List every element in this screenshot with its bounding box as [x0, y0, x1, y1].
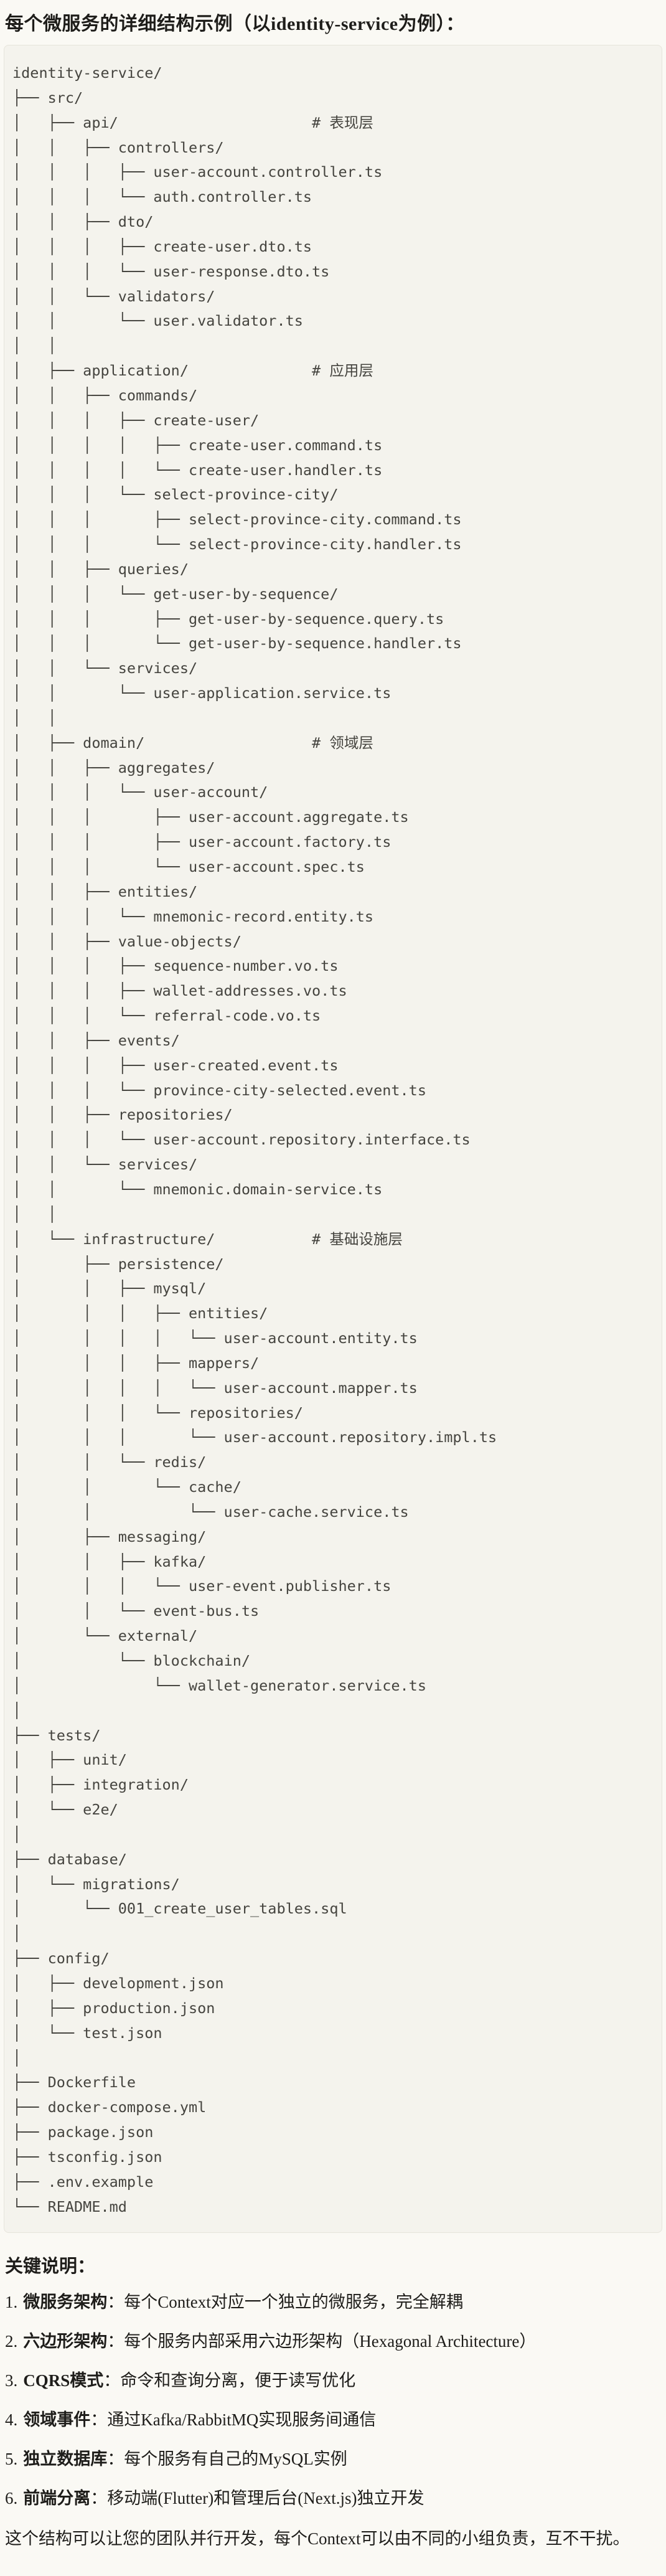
- code-block: identity-service/ ├── src/ │ ├── api/ # …: [4, 45, 662, 2234]
- note-term: 前端分离: [23, 2489, 91, 2508]
- note-number: 5.: [5, 2450, 18, 2469]
- note-term: CQRS模式: [23, 2371, 104, 2390]
- notes-section: 关键说明： 1. 微服务架构：每个Context对应一个独立的微服务，完全解耦 2…: [4, 2255, 662, 2562]
- note-term: 领域事件: [23, 2410, 91, 2430]
- note-item: 2. 六边形架构：每个服务内部采用六边形架构（Hexagonal Architec…: [5, 2329, 661, 2354]
- notes-heading: 关键说明：: [5, 2257, 96, 2277]
- note-term: 独立数据库: [23, 2450, 108, 2469]
- page: 每个微服务的详细结构示例（以identity-service为例）： ident…: [0, 12, 666, 2562]
- note-text: ：每个服务有自己的MySQL实例: [107, 2450, 347, 2469]
- file-tree: identity-service/ ├── src/ │ ├── api/ # …: [12, 64, 497, 2215]
- closing-paragraph: 这个结构可以让您的团队并行开发，每个Context可以由不同的小组负责，互不干扰…: [5, 2529, 630, 2549]
- note-number: 2.: [5, 2332, 18, 2351]
- note-item: 5. 独立数据库：每个服务有自己的MySQL实例: [5, 2446, 661, 2471]
- page-title: 每个微服务的详细结构示例（以identity-service为例）：: [5, 14, 465, 34]
- note-item: 1. 微服务架构：每个Context对应一个独立的微服务，完全解耦: [5, 2290, 661, 2314]
- note-text: ：通过Kafka/RabbitMQ实现服务间通信: [90, 2410, 377, 2430]
- note-term: 六边形架构: [23, 2332, 108, 2351]
- note-number: 3.: [5, 2371, 18, 2390]
- note-text: ：命令和查询分离，便于读写优化: [103, 2371, 356, 2390]
- note-term: 微服务架构: [23, 2293, 108, 2312]
- note-number: 1.: [5, 2293, 18, 2312]
- note-item: 4.领域事件：通过Kafka/RabbitMQ实现服务间通信: [5, 2407, 661, 2432]
- note-item: 6. 前端分离：移动端(Flutter)和管理后台(Next.js)独立开发: [5, 2486, 661, 2511]
- note-item: 3. CQRS模式：命令和查询分离，便于读写优化: [5, 2368, 661, 2393]
- note-text: ：每个Context对应一个独立的微服务，完全解耦: [107, 2293, 463, 2312]
- note-text: ：移动端(Flutter)和管理后台(Next.js)独立开发: [90, 2489, 424, 2508]
- note-number: 6.: [5, 2489, 18, 2508]
- note-number: 4.: [5, 2410, 18, 2430]
- note-text: ：每个服务内部采用六边形架构（Hexagonal Architecture）: [107, 2332, 537, 2351]
